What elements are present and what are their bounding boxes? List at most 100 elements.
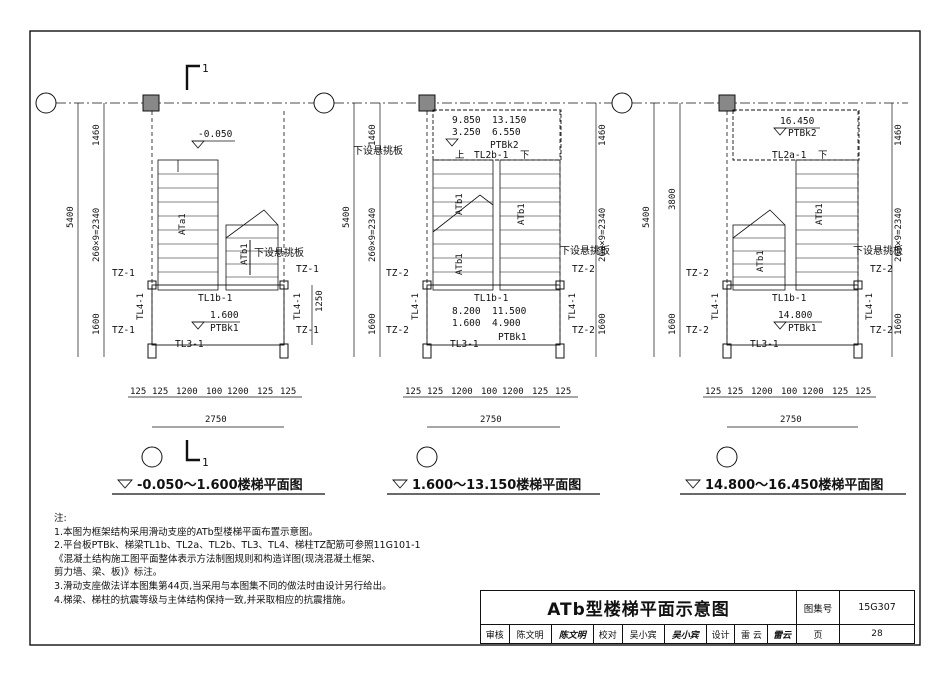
beam-label: TL3-1 xyxy=(175,339,204,350)
beam-label: TL3-1 xyxy=(450,339,479,350)
dimension: 1600 xyxy=(368,313,378,335)
axis-bubble xyxy=(416,446,438,468)
section-mark-label: 1 xyxy=(202,62,209,75)
dimension: 1200 xyxy=(176,387,198,397)
dimension: 125 xyxy=(555,387,571,397)
flight-label: ATb1 xyxy=(240,243,250,265)
note-item: 1.本图为框架结构采用滑动支座的ATb型楼梯平面布置示意图。 xyxy=(54,526,319,538)
elevation: 4.900 xyxy=(492,318,521,329)
axis-bubble xyxy=(141,446,163,468)
flight-label: ATb1 xyxy=(756,250,766,272)
axis-bubble xyxy=(716,446,738,468)
beam-label: TL4-1 xyxy=(136,293,146,320)
column-label: TZ-2 xyxy=(686,325,709,336)
dimension: 260×9=2340 xyxy=(598,208,608,262)
dimension: 3800 xyxy=(668,188,678,210)
beam-label: TL4-1 xyxy=(711,293,721,320)
column-label: TZ-1 xyxy=(296,325,319,336)
platform-slab-label: PTBk2 xyxy=(788,128,817,139)
elevation: 11.500 xyxy=(492,306,527,317)
notes: 注: 1.本图为框架结构采用滑动支座的ATb型楼梯平面布置示意图。 2.平台板P… xyxy=(54,512,474,607)
dimension: 125 xyxy=(855,387,871,397)
beam-label: TL4-1 xyxy=(568,293,578,320)
dimension: 125 xyxy=(152,387,168,397)
column-label: TZ-2 xyxy=(686,268,709,279)
notes-heading: 注: xyxy=(54,513,67,524)
platform-slab-label: PTBk2 xyxy=(490,140,519,151)
elevation: 1.600 xyxy=(452,318,481,329)
check-label: 校对 xyxy=(592,624,623,644)
note-item: 2.平台板PTBk、梯梁TL1b、TL2a、TL2b、TL3、TL4、梯柱TZ配… xyxy=(54,540,421,552)
dimension: 5400 xyxy=(66,206,76,228)
column-label: TZ-2 xyxy=(870,264,893,275)
note-item: 4.梯梁、梯柱的抗震等级与主体结构保持一致,并采取相应的抗震措施。 xyxy=(54,594,352,606)
elevation: 14.800 xyxy=(778,310,813,321)
dimension: 100 xyxy=(481,387,497,397)
review-label: 审核 xyxy=(480,624,510,644)
column-label: TZ-1 xyxy=(296,264,319,275)
dimension: 1600 xyxy=(894,313,904,335)
flight-label: ATb1 xyxy=(455,193,465,215)
review-name: 陈文明 xyxy=(508,624,552,644)
elevation: 1.600 xyxy=(210,310,239,321)
section-mark-top xyxy=(185,64,200,90)
dimension: 1600 xyxy=(92,313,102,335)
dimension: 1460 xyxy=(92,124,102,146)
sheet-border xyxy=(29,30,921,646)
dimension: 5400 xyxy=(642,206,652,228)
beam-label: TL4-1 xyxy=(411,293,421,320)
column-label: TZ-1 xyxy=(112,268,135,279)
check-name: 吴小宾 xyxy=(621,624,665,644)
review-signature: 陈文明 xyxy=(550,624,594,644)
dimension: 2750 xyxy=(205,415,227,425)
flight-label: ATb1 xyxy=(455,253,465,275)
down-mark: 下 xyxy=(818,150,828,161)
dimension: 1600 xyxy=(668,313,678,335)
dimension: 1200 xyxy=(802,387,824,397)
plan-title: 1.600～13.150楼梯平面图 xyxy=(412,477,581,493)
check-signature: 吴小宾 xyxy=(663,624,707,644)
dimension: 100 xyxy=(206,387,222,397)
cantilever-note: 下设悬挑板 xyxy=(853,244,903,257)
dimension: 1600 xyxy=(598,313,608,335)
dimension: 125 xyxy=(280,387,296,397)
atlas-label: 图集号 xyxy=(796,590,840,625)
dimension: 1200 xyxy=(227,387,249,397)
dimension: 1200 xyxy=(451,387,473,397)
dimension: 1200 xyxy=(751,387,773,397)
design-name: 雷 云 xyxy=(734,624,769,644)
dimension: 1460 xyxy=(598,124,608,146)
axis-bubble xyxy=(35,92,57,114)
note-item: 剪力墙、梁、板)》标注。 xyxy=(54,567,163,579)
atlas-number: 15G307 xyxy=(839,590,915,625)
column-top xyxy=(418,94,436,112)
dimension: 260×9=2340 xyxy=(894,208,904,262)
column-label: TZ-2 xyxy=(386,268,409,279)
elevation: 3.250 xyxy=(452,127,481,138)
dimension: 125 xyxy=(727,387,743,397)
elevation: 6.550 xyxy=(492,127,521,138)
dimension: 2750 xyxy=(480,415,502,425)
dimension: 125 xyxy=(405,387,421,397)
note-item: 3.滑动支座做法详本图集第44页,当采用与本图集不同的做法时由设计另行给出。 xyxy=(54,580,392,592)
dimension: 260×9=2340 xyxy=(92,208,102,262)
elevation: 13.150 xyxy=(492,115,527,126)
column-label: TZ-2 xyxy=(870,325,893,336)
design-label: 设计 xyxy=(705,624,736,644)
beam-label: TL1b-1 xyxy=(198,293,233,304)
column-top xyxy=(142,94,160,112)
plan-1: 1 1 ATa1 ATb1 -0.050 xyxy=(35,62,335,495)
down-mark: 下 xyxy=(520,150,530,161)
column-label: TZ-2 xyxy=(572,264,595,275)
elevation: 8.200 xyxy=(452,306,481,317)
plan-2: 9.850 13.150 3.250 6.550 PTBk2 上 TL2b-1 … xyxy=(334,92,633,495)
cantilever-note: 下设悬挑板 xyxy=(353,144,403,157)
dimension: 125 xyxy=(257,387,273,397)
beam-label: TL4-1 xyxy=(293,293,303,320)
up-mark: 上 xyxy=(455,150,465,161)
beam-label: TL4-1 xyxy=(865,293,875,320)
plan-title: -0.050～1.600楼梯平面图 xyxy=(137,477,303,493)
flight-label: ATa1 xyxy=(178,213,188,235)
dimension: 125 xyxy=(427,387,443,397)
